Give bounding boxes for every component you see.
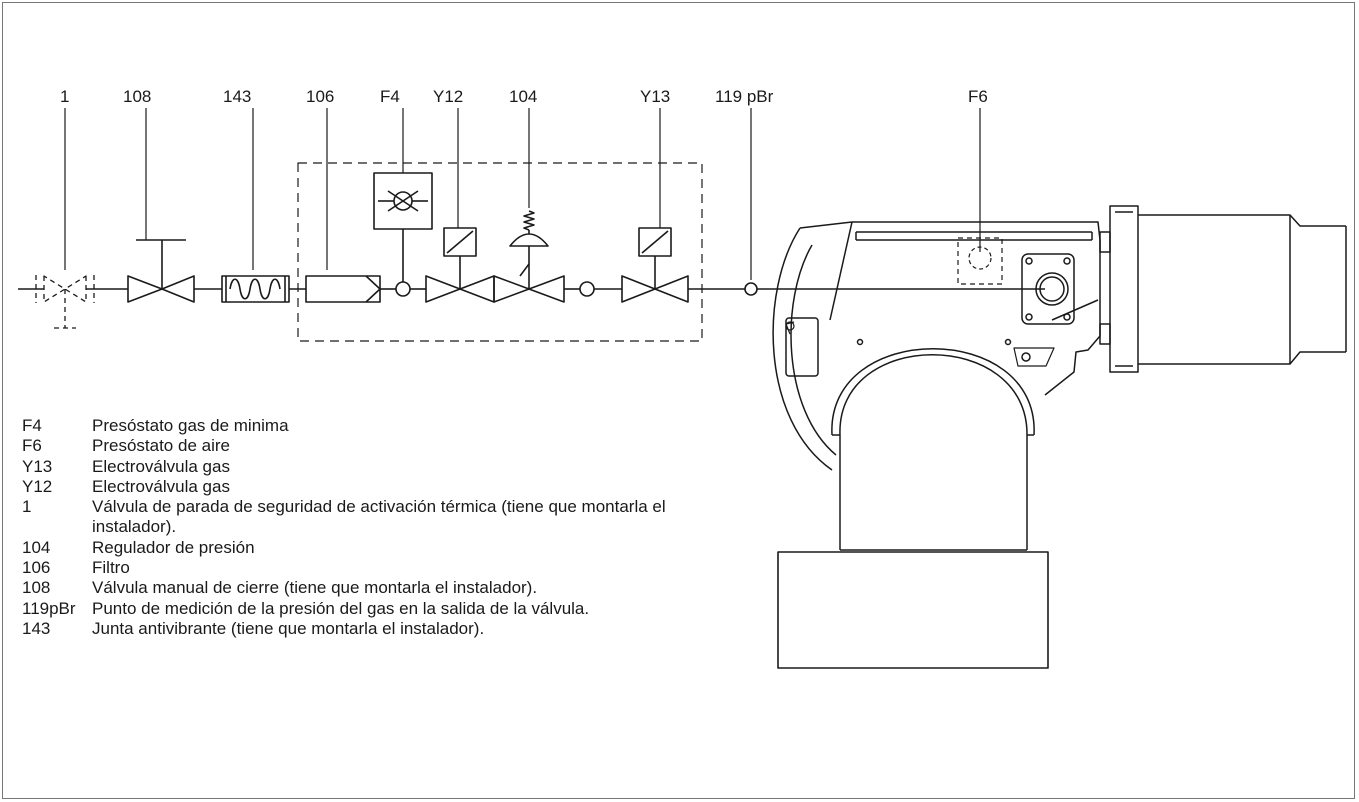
tag-f4: F4 [380, 87, 400, 106]
legend-description: Filtro [92, 558, 130, 578]
legend-description: Electroválvula gas [92, 476, 230, 496]
legend-code: 104 [22, 537, 51, 557]
tag-106: 106 [306, 87, 335, 106]
legend-row: 119pBr Punto de medición de la presión de… [22, 599, 742, 619]
solenoid-valve-y12 [425, 227, 495, 303]
legend-code: F4 [22, 416, 42, 435]
legend-code: 1 [22, 497, 32, 517]
legend-row: Y12 Electroválvula gas [22, 477, 742, 497]
valve-group-boundary [297, 162, 703, 342]
legend-code: Y13 [22, 456, 53, 476]
legend: F4 Presóstato gas de minima F6 Presóstato … [22, 416, 742, 639]
burner [772, 205, 1347, 669]
legend-code: Y12 [22, 476, 53, 496]
valve-108-manual [127, 239, 195, 303]
pressure-switch-f4 [373, 172, 433, 297]
tag-143: 143 [223, 87, 252, 106]
tag-104: 104 [509, 87, 538, 106]
legend-code: 106 [22, 558, 51, 578]
legend-description: Punto de medición de la presión del gas … [92, 598, 590, 618]
test-point [579, 281, 595, 297]
pressure-regulator-104 [493, 210, 565, 303]
legend-description: Junta antivibrante (tiene que montarla e… [92, 618, 485, 638]
legend-row: 104 Regulador de presión [22, 538, 742, 558]
legend-code: 108 [22, 578, 51, 598]
solenoid-valve-y13 [621, 227, 689, 303]
tag-y13: Y13 [640, 87, 671, 106]
tag-119pbr: 119 pBr [715, 87, 774, 106]
legend-code: 119pBr [22, 598, 76, 618]
legend-description: Válvula de parada de seguridad de activa… [92, 497, 666, 537]
legend-row: Y13 Electroválvula gas [22, 457, 742, 477]
tag-y12: Y12 [433, 87, 464, 106]
legend-code: F6 [22, 436, 42, 456]
tag-f6: F6 [968, 87, 988, 106]
legend-description: Presóstato gas de minima [92, 416, 289, 435]
legend-row: 106 Filtro [22, 558, 742, 578]
legend-row: 143 Junta antivibrante (tiene que montarl… [22, 619, 742, 639]
leader-lines [64, 108, 981, 280]
pressure-point-119pbr [744, 282, 758, 296]
legend-description: Electroválvula gas [92, 456, 230, 476]
tag-108: 108 [123, 87, 152, 106]
legend-description: Regulador de presión [92, 537, 255, 557]
legend-row: 108 Válvula manual de cierre (tiene que m… [22, 578, 742, 598]
legend-description: Válvula manual de cierre (tiene que mont… [92, 578, 538, 598]
legend-row: 1 Válvula de parada de seguridad de activ… [22, 497, 742, 538]
legend-description: Presóstato de aire [92, 436, 230, 456]
legend-row: F6 Presóstato de aire [22, 436, 742, 456]
legend-code: 143 [22, 618, 51, 638]
joint-143-antivibration [221, 275, 290, 303]
tag-1: 1 [60, 87, 70, 106]
legend-row: F4 Presóstato gas de minima [22, 416, 742, 436]
valve-1-thermal-shutoff [35, 275, 95, 329]
filter-106 [305, 275, 381, 303]
